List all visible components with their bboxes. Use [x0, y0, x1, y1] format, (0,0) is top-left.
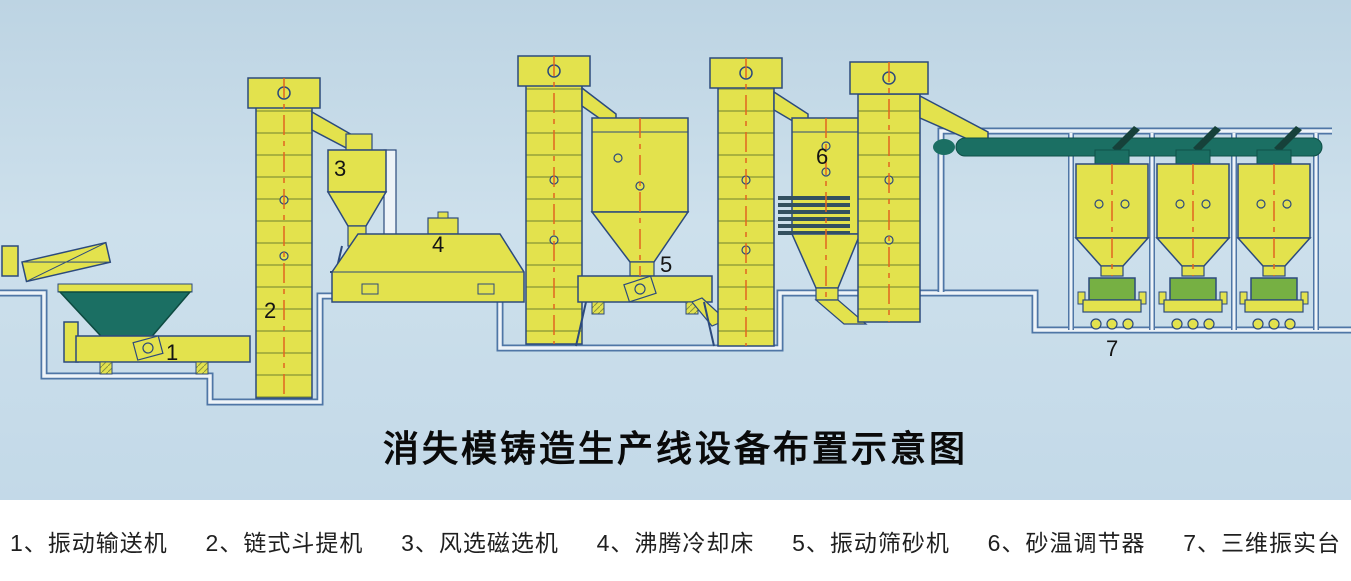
bucket-elevator-2 [247, 77, 355, 399]
marker-1: 1 [166, 340, 178, 365]
ground-and-pits [0, 127, 1351, 406]
cooling-fins [778, 196, 850, 235]
centerlines [283, 56, 1275, 398]
marker-2: 2 [264, 298, 276, 323]
vibration-tables-7 [1077, 277, 1309, 330]
marker-3: 3 [334, 156, 346, 181]
diagram-title: 消失模铸造生产线设备布置示意图 [382, 428, 968, 469]
legend-bar: 1、振动输送机 2、链式斗提机 3、风选磁选机 4、沸腾冷却床 5、振动筛砂机 … [0, 500, 1351, 581]
air-magnetic-separator-3 [326, 133, 397, 273]
vibration-table [1158, 277, 1228, 330]
marker-5: 5 [660, 252, 672, 277]
equipment-markers: 1 2 3 4 5 6 7 [166, 144, 1118, 365]
diagram-area: 1 2 3 4 5 6 7 消失模铸造生产线设备布置示意图 [0, 0, 1351, 500]
feed-chute [1, 241, 112, 283]
legend-item-3: 3、风选磁选机 [401, 529, 559, 556]
marker-6: 6 [816, 144, 828, 169]
legend-item-7: 7、三维振实台 [1183, 529, 1341, 556]
legend-item-6: 6、砂温调节器 [987, 529, 1146, 556]
vibration-table [1239, 277, 1309, 330]
legend-item-2: 2、链式斗提机 [205, 529, 364, 556]
feed-hopper [57, 283, 193, 349]
overhead-belt-conveyor [933, 137, 1323, 157]
fluidized-cooling-bed-4 [331, 211, 525, 303]
vibration-table [1077, 277, 1147, 330]
bucket-elevator-d [849, 61, 989, 323]
legend-item-4: 4、沸腾冷却床 [596, 529, 755, 556]
legend-item-1: 1、振动输送机 [10, 529, 168, 556]
marker-7: 7 [1106, 336, 1118, 361]
diagram-svg: 1 2 3 4 5 6 7 [0, 55, 1351, 406]
marker-4: 4 [432, 232, 444, 257]
vibrating-conveyor-1 [63, 321, 251, 375]
legend-item-5: 5、振动筛砂机 [792, 529, 950, 556]
vibrating-sand-screen-5 [575, 275, 728, 347]
